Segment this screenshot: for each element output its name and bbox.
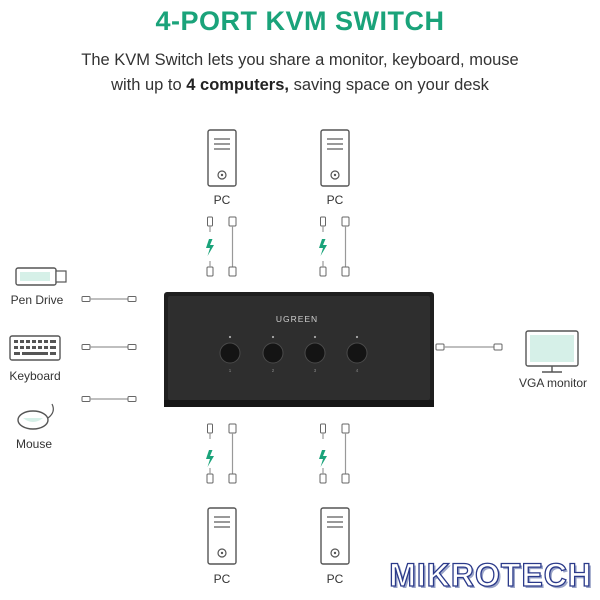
keyboard-cable: [81, 343, 137, 351]
cable-bottom-left: [206, 423, 237, 484]
keyboard-label: Keyboard: [9, 369, 61, 383]
vga-monitor-icon: [525, 330, 579, 373]
svg-text:2: 2: [272, 368, 275, 373]
subtitle-line-2-pre: with up to: [111, 76, 187, 94]
device-button-2[interactable]: [262, 342, 284, 364]
svg-text:4: 4: [356, 368, 359, 373]
watermark-logo: MIKROTECH: [389, 556, 592, 593]
pen-drive-cable: [81, 295, 137, 303]
mouse-cable: [81, 395, 137, 403]
pc-bottom-left-icon: [207, 507, 237, 565]
subtitle-line-1: The KVM Switch lets you share a monitor,…: [81, 51, 519, 69]
device-button-1[interactable]: [219, 342, 241, 364]
subtitle-line-2: with up to 4 computers, saving space on …: [0, 73, 600, 98]
svg-text:3: 3: [314, 368, 317, 373]
cable-top-left: [206, 216, 237, 277]
cable-bottom-right: [319, 423, 350, 484]
cable-top-right: [319, 216, 350, 277]
keyboard-icon: [9, 335, 61, 361]
kvm-switch-device: UGREEN 1 2 3 4: [164, 292, 434, 407]
device-button-4[interactable]: [346, 342, 368, 364]
pc-bottom-right-label: PC: [326, 572, 344, 586]
vga-monitor-label: VGA monitor: [518, 376, 588, 390]
page-subtitle: The KVM Switch lets you share a monitor,…: [0, 48, 600, 98]
device-button-3[interactable]: [304, 342, 326, 364]
subtitle-line-2-post: saving space on your desk: [288, 76, 489, 94]
mouse-label: Mouse: [15, 437, 53, 451]
svg-text:1: 1: [229, 368, 232, 373]
mouse-icon: [17, 403, 54, 430]
monitor-cable: [435, 343, 503, 351]
pc-top-right-icon: [320, 129, 350, 187]
pc-top-left-icon: [207, 129, 237, 187]
device-brand: UGREEN: [276, 314, 318, 324]
pc-top-right-label: PC: [326, 193, 344, 207]
pc-bottom-left-label: PC: [213, 572, 231, 586]
pen-drive-label: Pen Drive: [10, 293, 64, 307]
pc-bottom-right-icon: [320, 507, 350, 565]
pc-top-left-label: PC: [213, 193, 231, 207]
pen-drive-icon: [15, 267, 67, 286]
page-title: 4-PORT KVM SWITCH: [155, 6, 445, 36]
device-buttons: 1 2 3 4: [219, 335, 368, 373]
subtitle-line-2-bold: 4 computers,: [186, 76, 289, 94]
